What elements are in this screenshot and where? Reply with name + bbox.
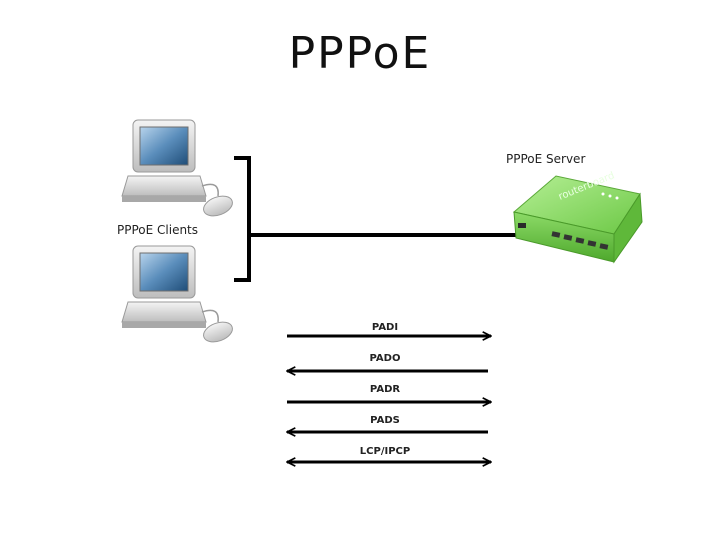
message-label-padr: PADR xyxy=(369,384,401,395)
client-computer-2-icon xyxy=(121,245,233,343)
message-label-lcp-ipcp: LCP/IPCP xyxy=(359,446,411,457)
message-label-pado: PADO xyxy=(369,353,401,364)
client-computer-1-icon xyxy=(121,119,233,217)
diagram-title: PPPoE xyxy=(288,28,432,79)
message-label-padi: PADI xyxy=(371,322,399,333)
server-label: PPPoE Server xyxy=(506,152,586,166)
message-arrows xyxy=(287,336,491,462)
client-bracket xyxy=(234,156,251,282)
clients-label: PPPoE Clients xyxy=(117,223,199,237)
router-icon: routerboard xyxy=(512,170,643,264)
message-label-pads: PADS xyxy=(370,415,400,426)
